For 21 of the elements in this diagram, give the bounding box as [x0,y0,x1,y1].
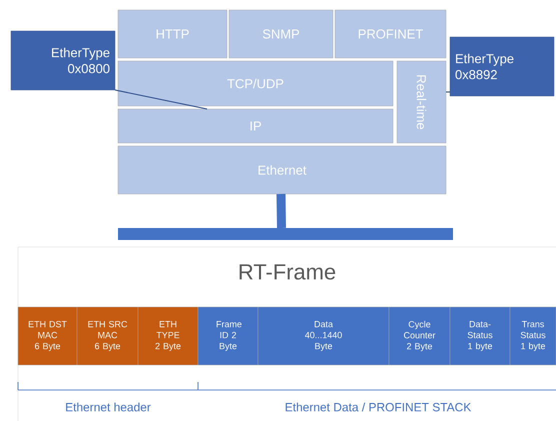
callout-box: EtherType 0x0800 [10,30,116,90]
frame-field: ETH TYPE 2 Byte [138,306,198,366]
frame-field: Trans Status 1 byte [510,306,556,366]
protocol-layer-box: Real-time [396,60,446,144]
bracket-label: Ethernet Data / PROFINET STACK [286,402,472,412]
bus-bar [118,228,453,240]
protocol-layer-box: IP [118,108,394,144]
frame-field: Cycle Counter 2 Byte [388,306,450,366]
frame-field: Data- Status 1 byte [450,306,510,366]
leader-line [114,90,208,110]
protocol-layer-box: HTTP [118,10,228,58]
frame-field: Frame ID 2 Byte [198,306,258,366]
callout-box: EtherType 0x8892 [450,36,554,96]
protocol-layer-box: Ethernet [118,146,446,194]
protocol-layer-box: SNMP [228,10,334,58]
connector-bar [276,194,286,228]
bracket-label: Ethernet header [66,402,151,412]
protocol-layer-box: PROFINET [334,10,446,58]
protocol-layer-box: TCP/UDP [118,60,394,106]
frame-field: ETH SRC MAC 6 Byte [76,306,138,366]
frame-field: ETH DST MAC 6 Byte [18,306,78,366]
